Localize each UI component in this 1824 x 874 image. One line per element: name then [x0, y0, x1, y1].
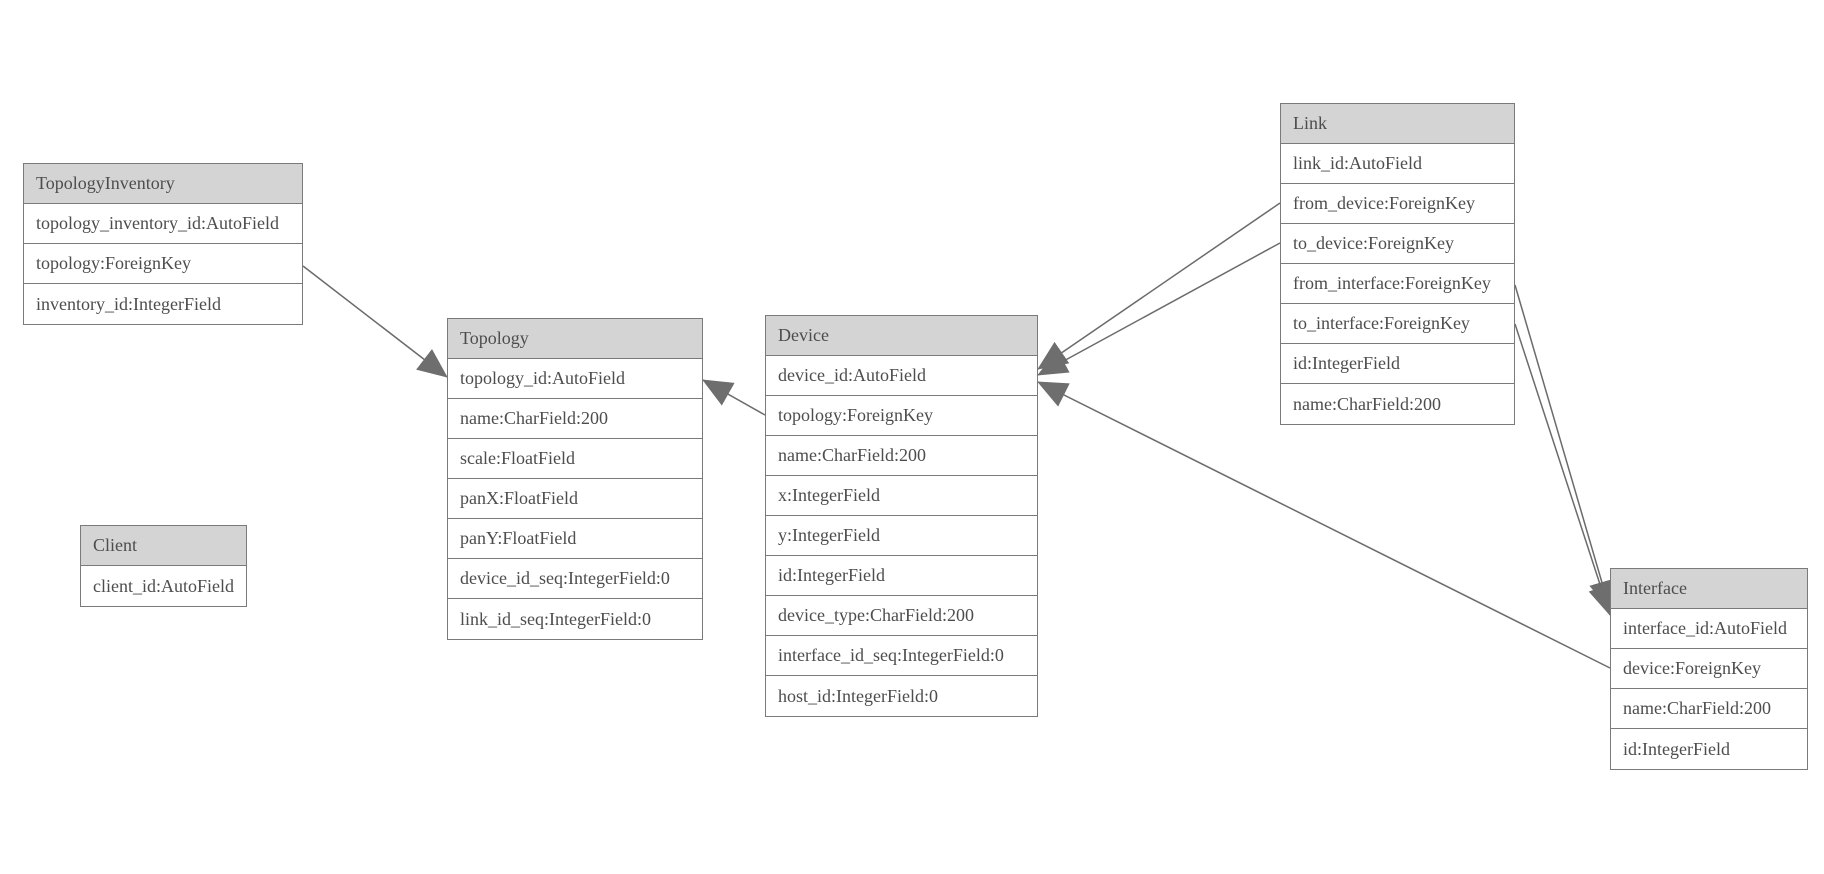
entity-title: Device: [766, 316, 1037, 356]
entity-title: Topology: [448, 319, 702, 359]
field-row: device_type:CharField:200: [766, 596, 1037, 636]
field-row: link_id:AutoField: [1281, 144, 1514, 184]
field-row: interface_id_seq:IntegerField:0: [766, 636, 1037, 676]
field-row: interface_id:AutoField: [1611, 609, 1807, 649]
entity-title: Interface: [1611, 569, 1807, 609]
relation-Link.to_interface: [1514, 323, 1614, 616]
field-row: from_interface:ForeignKey: [1281, 264, 1514, 304]
field-row: id:IntegerField: [766, 556, 1037, 596]
field-row: id:IntegerField: [1611, 729, 1807, 769]
relation-Link.from_device: [1037, 202, 1281, 370]
field-row: topology:ForeignKey: [24, 244, 302, 284]
field-row: host_id:IntegerField:0: [766, 676, 1037, 716]
field-row: panY:FloatField: [448, 519, 702, 559]
field-row: name:CharField:200: [1281, 384, 1514, 424]
field-row: device_id:AutoField: [766, 356, 1037, 396]
field-row: name:CharField:200: [448, 399, 702, 439]
field-row: link_id_seq:IntegerField:0: [448, 599, 702, 639]
field-row: from_device:ForeignKey: [1281, 184, 1514, 224]
field-row: inventory_id:IntegerField: [24, 284, 302, 324]
relation-Link.to_device: [1037, 242, 1281, 376]
relation-Link.from_interface: [1514, 284, 1615, 611]
field-row: topology:ForeignKey: [766, 396, 1037, 436]
relation-Device.topology: [702, 379, 766, 416]
field-row: id:IntegerField: [1281, 344, 1514, 384]
field-row: to_interface:ForeignKey: [1281, 304, 1514, 344]
field-row: name:CharField:200: [766, 436, 1037, 476]
relation-TopologyInventory.topology: [302, 265, 448, 378]
field-row: client_id:AutoField: [81, 566, 246, 606]
field-row: topology_inventory_id:AutoField: [24, 204, 302, 244]
field-row: x:IntegerField: [766, 476, 1037, 516]
entity-title: TopologyInventory: [24, 164, 302, 204]
field-row: y:IntegerField: [766, 516, 1037, 556]
entity-title: Link: [1281, 104, 1514, 144]
field-row: topology_id:AutoField: [448, 359, 702, 399]
field-row: to_device:ForeignKey: [1281, 224, 1514, 264]
field-row: panX:FloatField: [448, 479, 702, 519]
field-row: scale:FloatField: [448, 439, 702, 479]
field-row: name:CharField:200: [1611, 689, 1807, 729]
field-row: device:ForeignKey: [1611, 649, 1807, 689]
entity-title: Client: [81, 526, 246, 566]
field-row: device_id_seq:IntegerField:0: [448, 559, 702, 599]
